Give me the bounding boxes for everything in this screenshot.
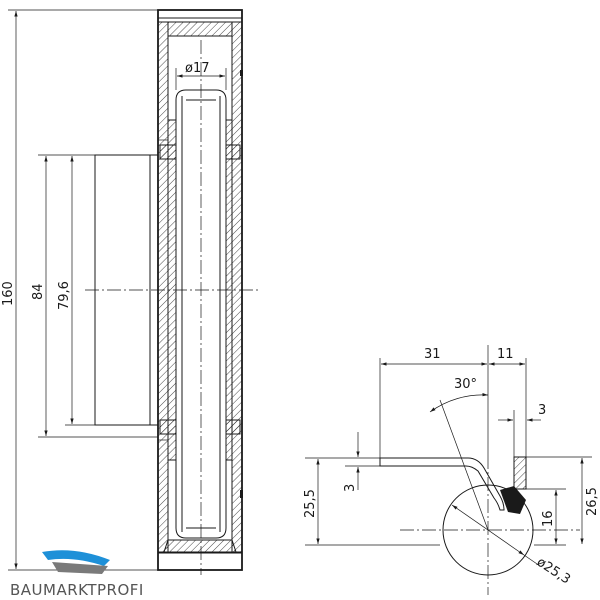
inner-pin bbox=[175, 89, 227, 539]
dim-height-right: 26,5 bbox=[585, 487, 600, 516]
logo-swoosh-blue bbox=[42, 550, 110, 566]
dim-total-height: 160 bbox=[1, 281, 16, 306]
right-wall-hatch bbox=[231, 21, 243, 553]
dim-angle: 30° bbox=[454, 377, 477, 392]
dim-gap: 3 bbox=[538, 403, 546, 418]
dim-pin-diameter: ø17 bbox=[185, 61, 210, 76]
dim-height-inner: 16 bbox=[541, 510, 556, 527]
dim-leaf-height: 84 bbox=[31, 283, 46, 300]
hinge-leaf bbox=[94, 154, 159, 426]
baumarktprofi-logo: BAUMARKTPROFI bbox=[10, 550, 144, 599]
hinge-top-view: 31 11 3 30° 25,5 3 16 26,5 ø25, bbox=[303, 345, 600, 595]
left-wall-hatch bbox=[157, 21, 169, 553]
hinge-section-view: ø17 160 84 79,6 bbox=[1, 9, 260, 575]
dim-height-left: 25,5 bbox=[303, 489, 318, 518]
dim-arm-length: 31 bbox=[424, 347, 441, 362]
dim-barrel-diameter: ø25,3 bbox=[534, 555, 573, 588]
dim-arm-thickness: 3 bbox=[343, 484, 358, 492]
logo-text: BAUMARKTPROFI bbox=[10, 581, 144, 599]
dim-offset: 11 bbox=[497, 347, 514, 362]
right-leaf bbox=[513, 456, 527, 490]
logo-swoosh-grey bbox=[52, 562, 108, 574]
dim-leaf-inner-height: 79,6 bbox=[57, 281, 72, 310]
leaf-arm-profile bbox=[379, 457, 505, 511]
